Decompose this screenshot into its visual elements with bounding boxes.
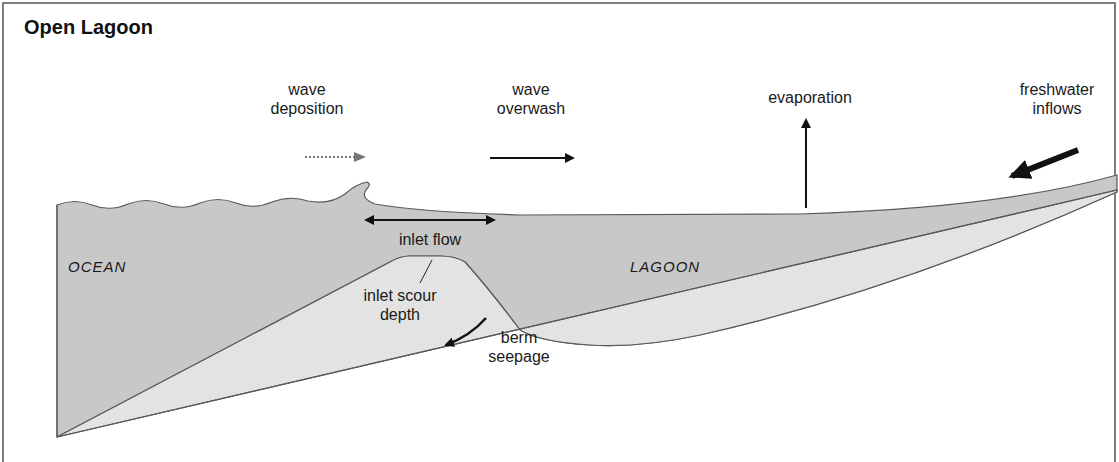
diagram-title: Open Lagoon xyxy=(24,16,153,39)
inlet-flow-arrow xyxy=(366,219,494,221)
seepage-label: berm seepage xyxy=(479,328,559,366)
base-line xyxy=(57,190,1117,437)
wave-label: wave overwash xyxy=(486,80,576,118)
seepage-arrow xyxy=(446,318,486,345)
wave-label: wave deposition xyxy=(262,80,352,118)
scour-leader xyxy=(420,260,432,283)
process-label: freshwater inflows xyxy=(1002,80,1112,118)
process-label: evaporation xyxy=(750,88,870,107)
overwash-arrow xyxy=(490,157,573,159)
inflow-arrow xyxy=(1012,150,1078,176)
evaporation-arrow xyxy=(805,120,807,208)
water-label: OCEAN xyxy=(68,257,168,276)
deposition-arrow xyxy=(305,156,364,158)
ocean-edge xyxy=(56,205,57,437)
flow-label: inlet flow xyxy=(375,230,485,249)
sediment-ground xyxy=(57,190,1117,437)
depth-label: inlet scour depth xyxy=(353,286,448,324)
water-body xyxy=(57,175,1117,437)
water-label: LAGOON xyxy=(630,257,730,276)
